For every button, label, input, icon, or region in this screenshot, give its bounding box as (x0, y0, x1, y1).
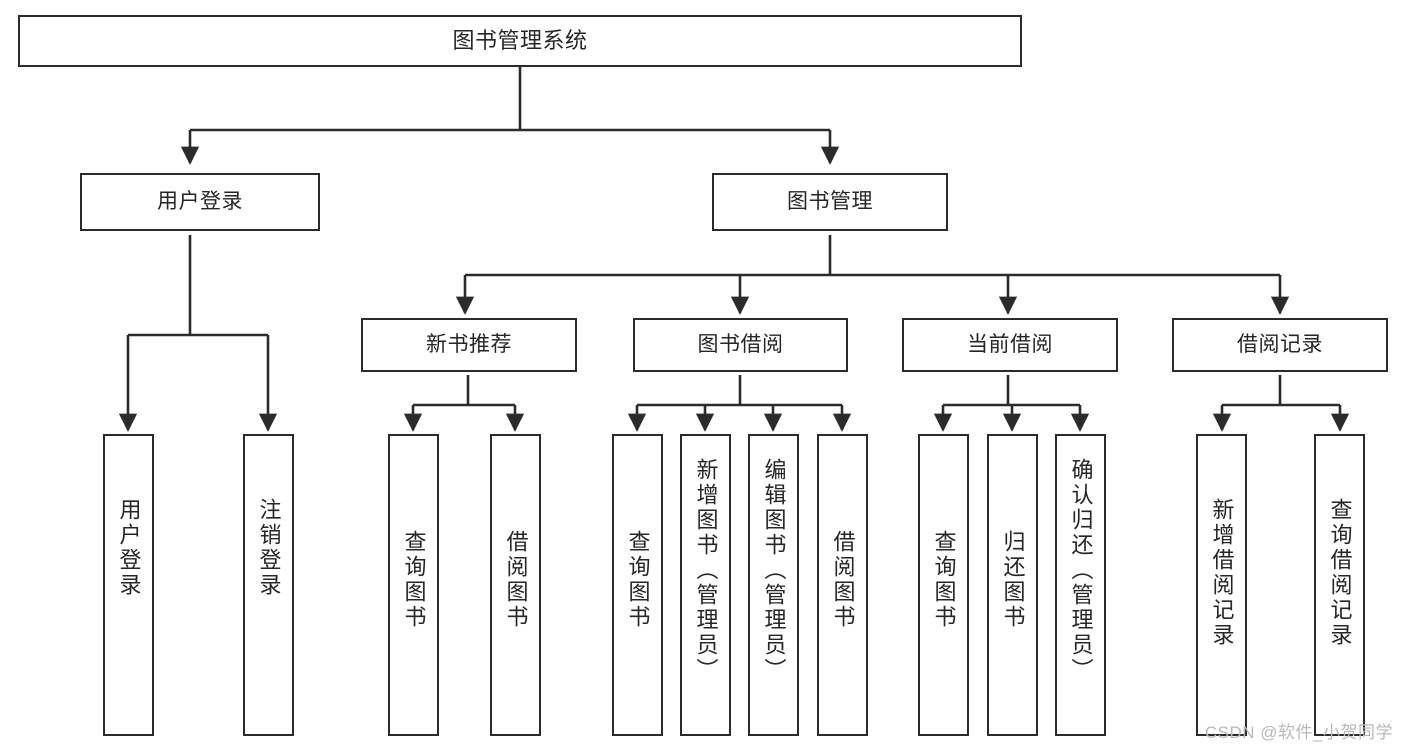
node-borrow-record[interactable]: 借阅记录 (1172, 318, 1388, 372)
leaf-query-book-current[interactable]: 查询图书 (918, 434, 969, 736)
node-label: 编辑图书（管理员） (761, 458, 787, 683)
leaf-confirm-return-admin[interactable]: 确认归还（管理员） (1055, 434, 1106, 736)
leaf-query-book-newbook[interactable]: 查询图书 (388, 434, 439, 736)
node-label: 借阅记录 (1237, 332, 1323, 356)
node-label: 确认归还（管理员） (1068, 458, 1094, 683)
leaf-add-book-admin[interactable]: 新增图书（管理员） (680, 434, 731, 736)
node-label: 图书借阅 (697, 332, 784, 356)
node-label: 图书管理系统 (452, 28, 588, 54)
node-label: 新增图书（管理员） (693, 458, 719, 683)
node-label: 新增借阅记录 (1209, 498, 1235, 648)
node-label: 图书管理 (787, 189, 873, 213)
node-label: 用户登录 (116, 498, 142, 598)
node-user-login[interactable]: 用户登录 (80, 173, 320, 231)
node-current-borrow[interactable]: 当前借阅 (902, 318, 1118, 372)
node-label: 查询图书 (931, 530, 957, 630)
node-label: 借阅图书 (830, 530, 856, 630)
node-label: 借阅图书 (503, 530, 529, 630)
node-new-book-recommend[interactable]: 新书推荐 (361, 318, 577, 372)
node-label: 查询图书 (401, 530, 427, 630)
watermark-text: CSDN @软件_小贺同学 (1204, 723, 1393, 742)
node-label: 新书推荐 (426, 332, 512, 356)
node-label: 归还图书 (1000, 530, 1026, 630)
leaf-query-book-borrow[interactable]: 查询图书 (612, 434, 663, 736)
leaf-borrow-book[interactable]: 借阅图书 (817, 434, 868, 736)
leaf-query-borrow-record[interactable]: 查询借阅记录 (1314, 434, 1365, 736)
node-book-management[interactable]: 图书管理 (712, 173, 948, 231)
node-label: 查询借阅记录 (1327, 498, 1353, 648)
leaf-borrow-book-newbook[interactable]: 借阅图书 (490, 434, 541, 736)
node-book-borrow[interactable]: 图书借阅 (633, 318, 848, 372)
leaf-edit-book-admin[interactable]: 编辑图书（管理员） (748, 434, 799, 736)
leaf-logout[interactable]: 注销登录 (243, 434, 294, 736)
leaf-add-borrow-record[interactable]: 新增借阅记录 (1196, 434, 1247, 736)
node-label: 查询图书 (625, 530, 651, 630)
leaf-user-login[interactable]: 用户登录 (103, 434, 154, 736)
node-root-book-management-system[interactable]: 图书管理系统 (18, 15, 1022, 67)
leaf-return-book[interactable]: 归还图书 (987, 434, 1038, 736)
node-label: 用户登录 (157, 189, 243, 213)
node-label: 注销登录 (256, 498, 282, 598)
node-label: 当前借阅 (967, 332, 1053, 356)
